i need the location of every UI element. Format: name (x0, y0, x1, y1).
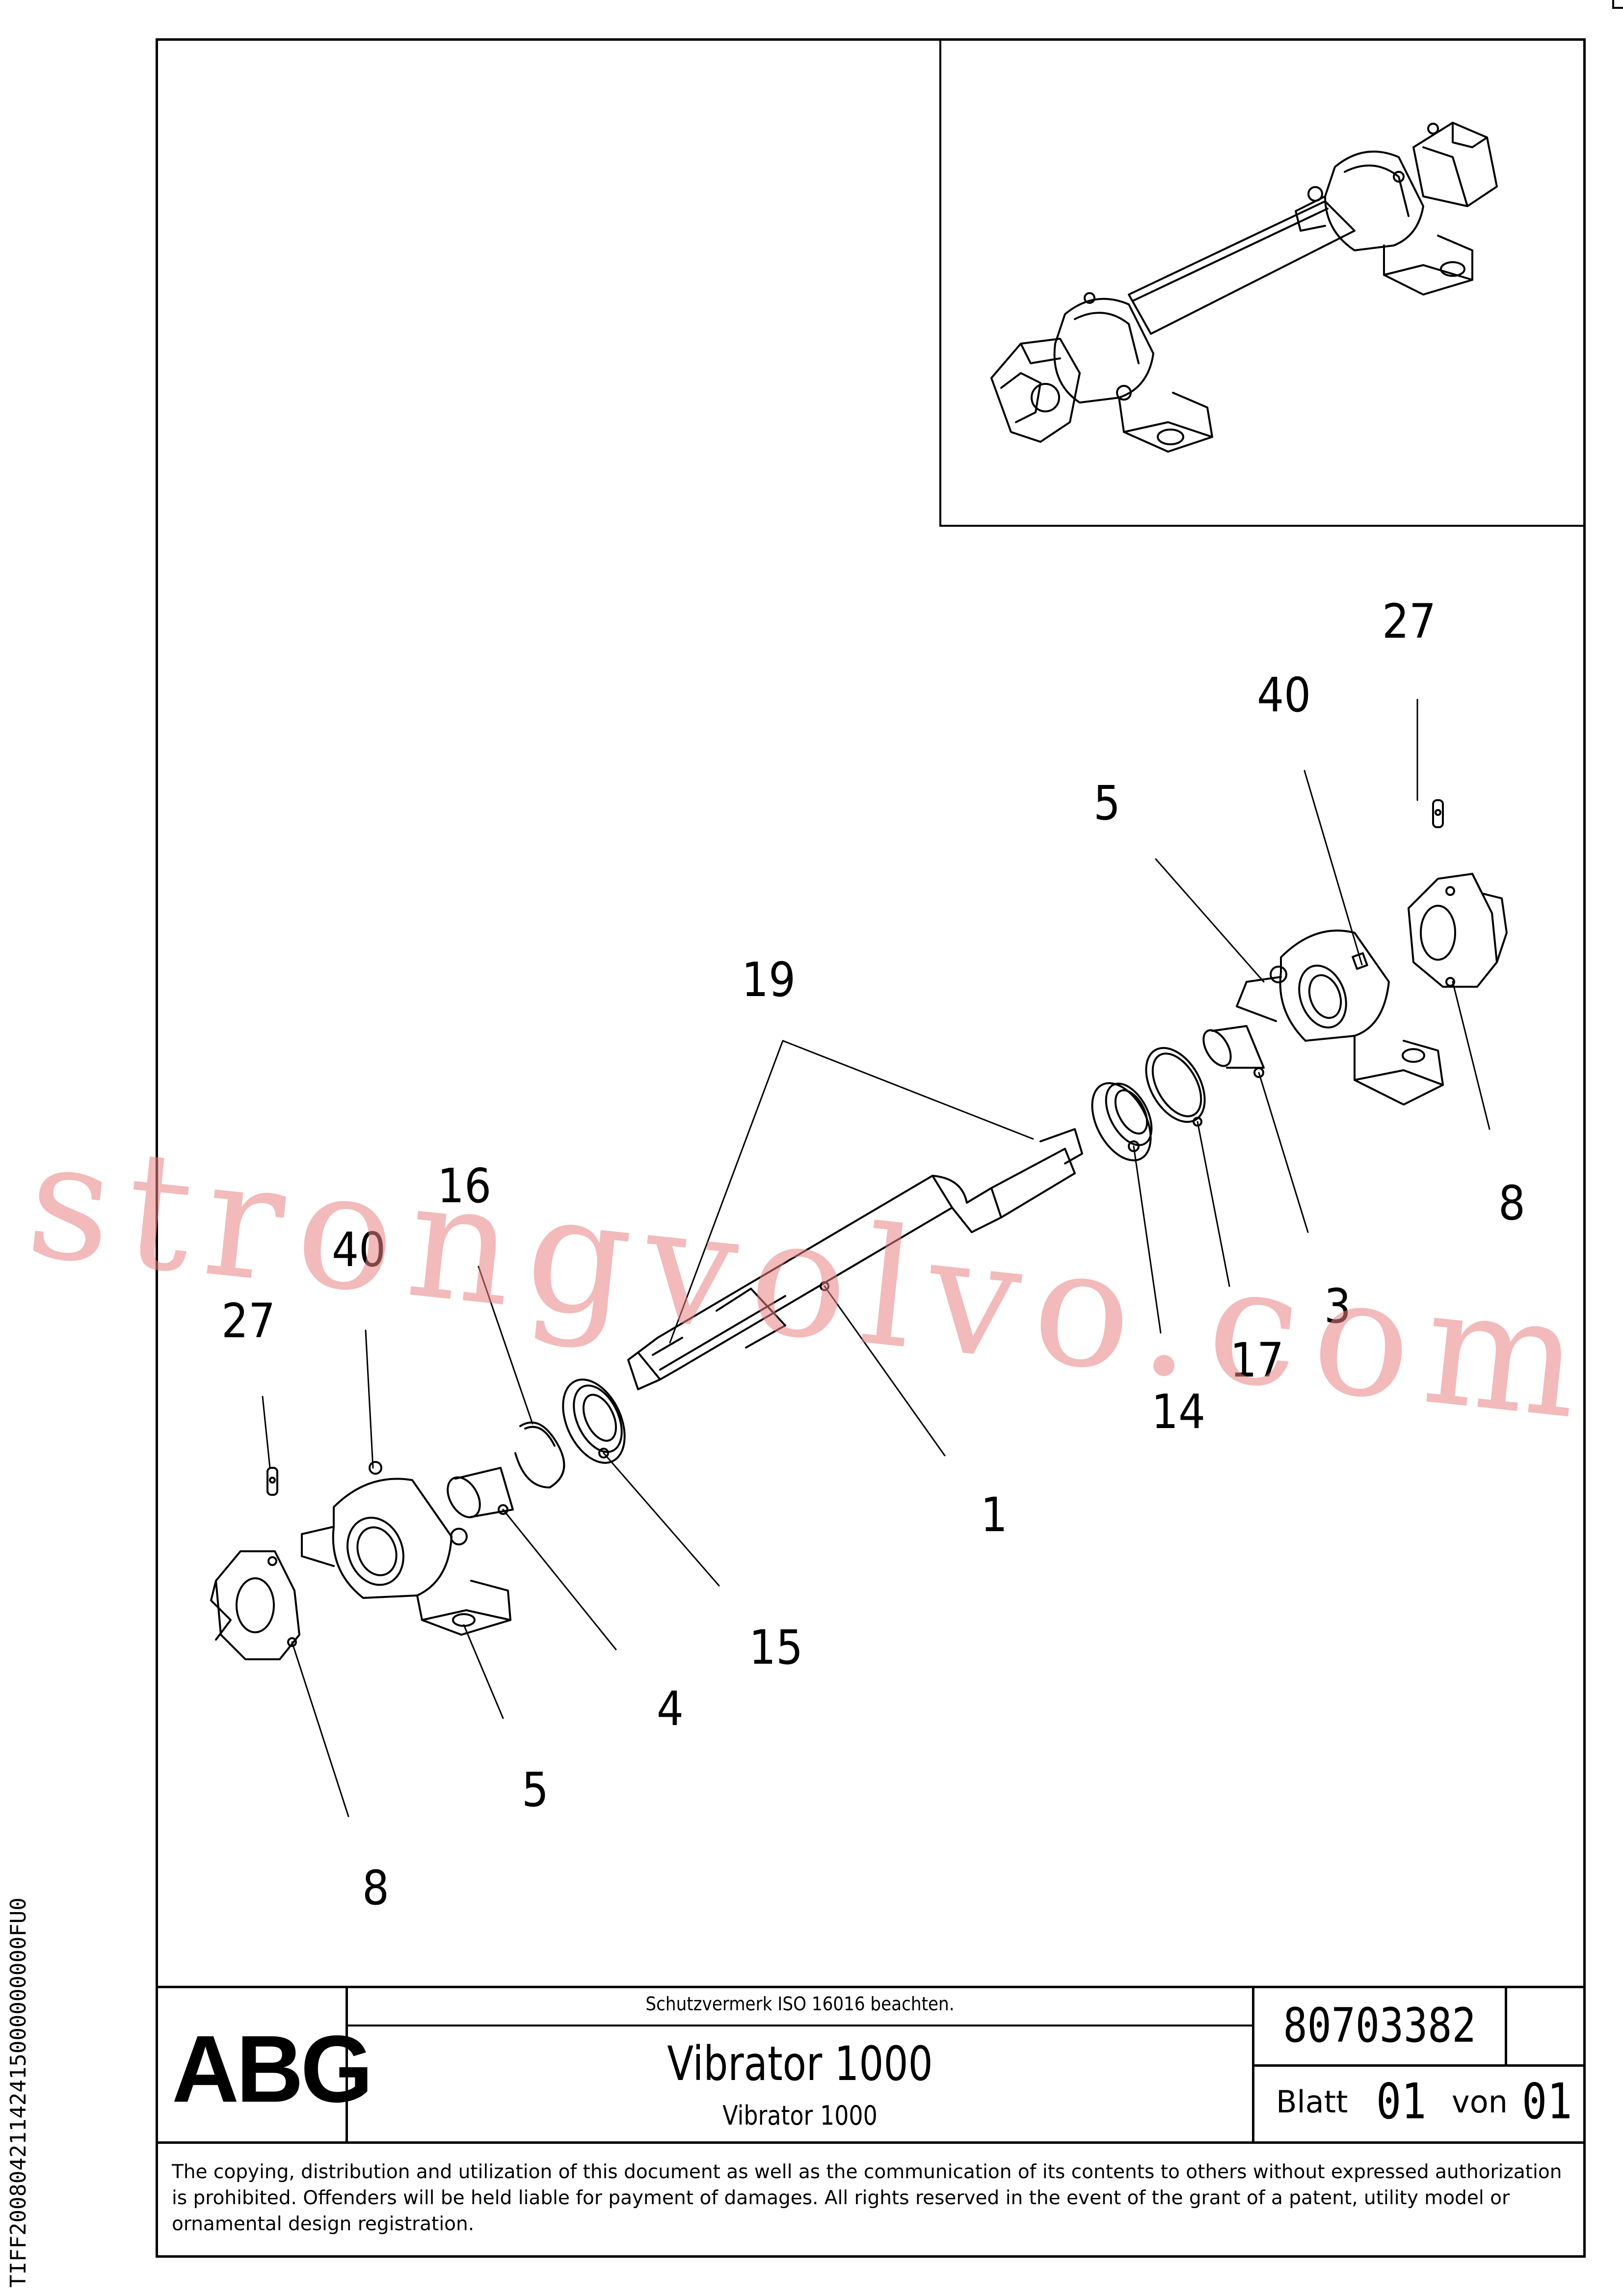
callout-15: 15 (749, 1620, 803, 1675)
callout-3: 3 (1324, 1279, 1352, 1334)
drawing-subtitle: Vibrator 1000 (722, 2100, 878, 2131)
exploded-parts-illustration (210, 799, 1508, 1660)
callout-4: 4 (657, 1681, 684, 1736)
number-cell-divider (1505, 1986, 1507, 2064)
callout-17: 17 (1230, 1333, 1284, 1388)
callout-16: 16 (437, 1159, 492, 1214)
sleeve-part-3 (1202, 1025, 1265, 1078)
sheet-number: 01 (1376, 2073, 1427, 2130)
callout-27-left: 27 (221, 1294, 276, 1349)
callout-5-top: 5 (1093, 776, 1121, 831)
assembled-vibrator-illustration (990, 122, 1498, 453)
bearing-part-15 (562, 1378, 626, 1464)
total-sheets: 01 (1522, 2073, 1572, 2130)
right-coupling (1408, 799, 1508, 988)
notice-cell (348, 1988, 1252, 2026)
shaft-part-1 (627, 1128, 1083, 1390)
callout-8-right: 8 (1498, 1176, 1526, 1231)
circlip-part-17 (1145, 1047, 1206, 1127)
left-coupling (210, 1467, 300, 1660)
callout-5-bottom: 5 (522, 1762, 549, 1817)
title-block-bottom-rule (156, 2141, 1586, 2144)
drawing-number: 80703382 (1283, 1998, 1476, 2053)
drawing-title: Vibrator 1000 (667, 2036, 933, 2091)
number-sheet-divider (1252, 2064, 1586, 2067)
leader-lines (262, 699, 1490, 1817)
callout-8-bottom: 8 (362, 1861, 390, 1916)
side-file-id: TIFF20080421142415000000000FU0 (6, 1897, 31, 2288)
callout-1: 1 (981, 1487, 1008, 1542)
callout-19: 19 (742, 952, 796, 1007)
drawing-frame (156, 38, 1586, 2258)
protection-notice: Schutzvermerk ISO 16016 beachten. (645, 1993, 955, 2015)
callout-40-left: 40 (332, 1222, 386, 1277)
title-block-top-rule (156, 1986, 1586, 1988)
right-housing (1236, 929, 1444, 1106)
circlip-part-16 (514, 1421, 565, 1488)
callout-14: 14 (1151, 1384, 1206, 1439)
corner-mark (1612, 0, 1623, 9)
abg-logo: ABG (172, 2016, 373, 2123)
of-label: von (1452, 2084, 1508, 2120)
callout-27-top: 27 (1382, 594, 1437, 649)
logo-cell (156, 1986, 348, 2144)
sleeve-part-4 (447, 1467, 514, 1518)
copyright-notice: The copying, distribution and utilizatio… (172, 2161, 1562, 2235)
callout-40-top: 40 (1257, 668, 1311, 723)
left-housing (301, 1461, 511, 1636)
sheet-label: Blatt (1276, 2084, 1348, 2120)
assembly-inset-frame (939, 38, 1586, 527)
